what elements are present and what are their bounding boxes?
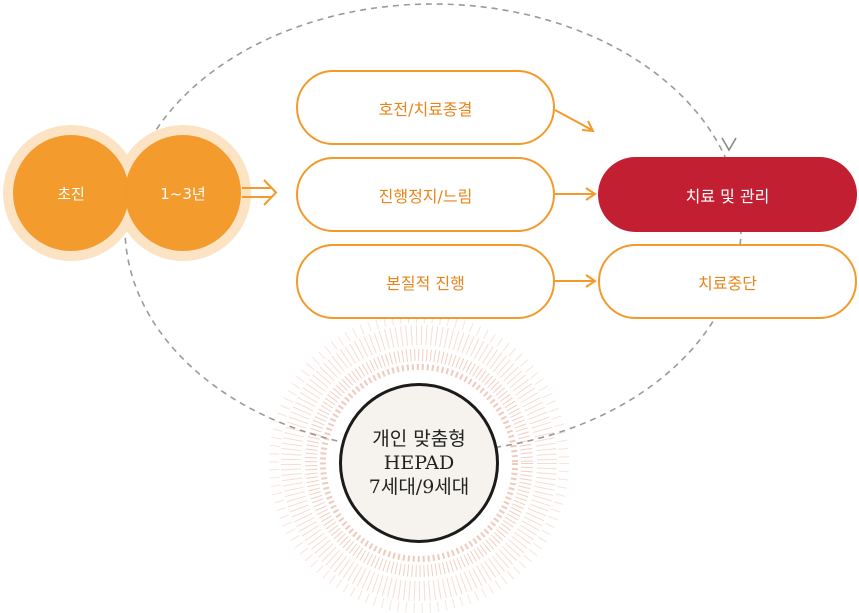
- center-line-2: HEPAD: [383, 451, 455, 474]
- double-arrow-icon: [242, 179, 278, 206]
- outcome-progress-pill: 본질적 진행: [296, 244, 555, 319]
- stage-years-circle: 1~3년: [125, 135, 241, 251]
- arrow-improve-to-manage: [554, 109, 595, 133]
- loop-arrow-top-icon: [721, 137, 737, 152]
- result-stop-pill: 치료중단: [598, 244, 857, 319]
- outcome-halt-label: 진행정지/느림: [378, 186, 473, 206]
- outcome-improve-pill: 호전/치료종결: [296, 70, 555, 145]
- result-stop-label: 치료중단: [698, 273, 757, 293]
- speckle-halo: [269, 313, 569, 613]
- center-line-1: 개인 맞춤형: [372, 427, 466, 450]
- outcome-improve-label: 호전/치료종결: [378, 99, 473, 119]
- outcome-halt-pill: 진행정지/느림: [296, 157, 555, 232]
- stage-early-label: 초진: [57, 184, 85, 203]
- outcome-progress-label: 본질적 진행: [386, 273, 465, 293]
- hepad-center-circle: 개인 맞춤형 HEPAD 7세대/9세대: [339, 383, 499, 543]
- stage-early-circle: 초진: [13, 135, 129, 251]
- arrow-halt-to-manage: [555, 187, 597, 201]
- result-manage-pill: 치료 및 관리: [598, 157, 857, 232]
- stage-years-label: 1~3년: [160, 184, 206, 203]
- center-line-3: 7세대/9세대: [368, 476, 470, 499]
- result-manage-label: 치료 및 관리: [685, 186, 770, 206]
- arrow-progress-to-stop: [555, 274, 597, 288]
